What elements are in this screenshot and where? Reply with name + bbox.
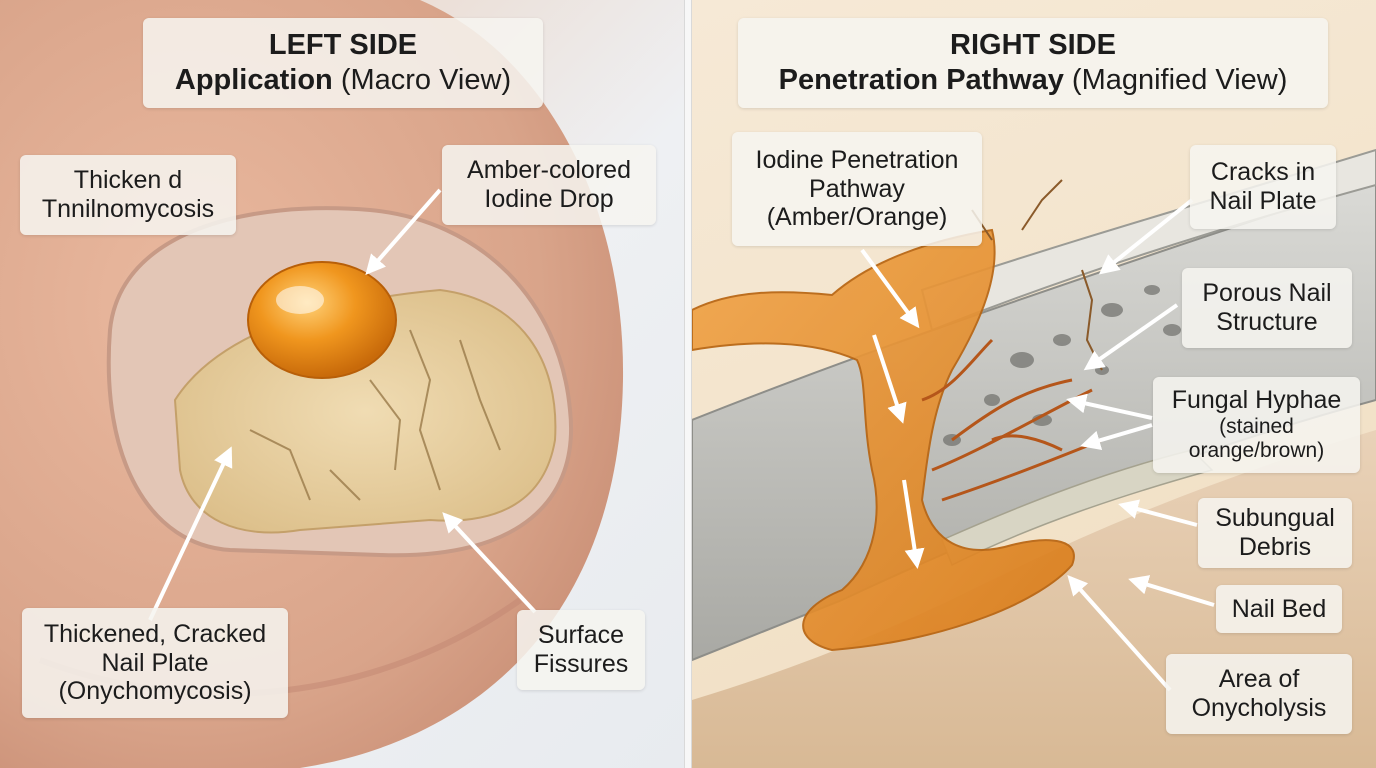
left-header: LEFT SIDE Application (Macro View)	[143, 18, 543, 108]
arrow-to-plate	[148, 446, 233, 621]
arrow-to-hyphae-1	[1066, 393, 1153, 420]
label-cracks: Cracks in Nail Plate	[1190, 145, 1336, 229]
right-header-line1: RIGHT SIDE	[950, 29, 1116, 62]
left-panel-macro-view: LEFT SIDE Application (Macro View) Thick…	[0, 0, 684, 768]
right-header: RIGHT SIDE Penetration Pathway (Magnifie…	[738, 18, 1328, 108]
arrow-to-drop	[365, 188, 442, 276]
arrow-to-fissures	[442, 512, 537, 614]
left-header-line2: Application (Macro View)	[174, 64, 512, 96]
label-fungal-hyphae: Fungal Hyphae (stained orange/brown)	[1153, 377, 1360, 473]
label-nail-plate: Thickened, Cracked Nail Plate (Onychomyc…	[22, 608, 288, 718]
arrow-to-cracks	[1098, 198, 1194, 275]
right-header-line2: Penetration Pathway (Magnified View)	[778, 64, 1288, 96]
label-iodine-drop: Amber-colored Iodine Drop	[442, 145, 656, 225]
label-porous-structure: Porous Nail Structure	[1182, 268, 1352, 348]
nail-cracks	[249, 329, 501, 501]
arrow-to-porous	[1083, 303, 1179, 371]
iodine-drop	[247, 261, 397, 379]
label-subungual-debris: Subungual Debris	[1198, 498, 1352, 568]
label-surface-fissures: Surface Fissures	[517, 610, 645, 690]
label-iodine-pathway: Iodine Penetration Pathway (Amber/Orange…	[732, 132, 982, 246]
arrow-to-debris	[1118, 499, 1198, 527]
label-onycholysis: Area of Onycholysis	[1166, 654, 1352, 734]
arrow-to-onycholysis	[1067, 575, 1172, 692]
label-nail-bed: Nail Bed	[1216, 585, 1342, 633]
arrow-to-nail-bed	[1128, 575, 1215, 607]
porous-structure	[943, 285, 1181, 446]
label-thicken-garbled: Thicken d Tnnilnomycosis	[20, 155, 236, 235]
left-header-line1: LEFT SIDE	[268, 29, 418, 62]
panel-divider	[684, 0, 692, 768]
arrow-to-hyphae-2	[1080, 423, 1153, 451]
right-panel-magnified-view: RIGHT SIDE Penetration Pathway (Magnifie…	[692, 0, 1376, 768]
